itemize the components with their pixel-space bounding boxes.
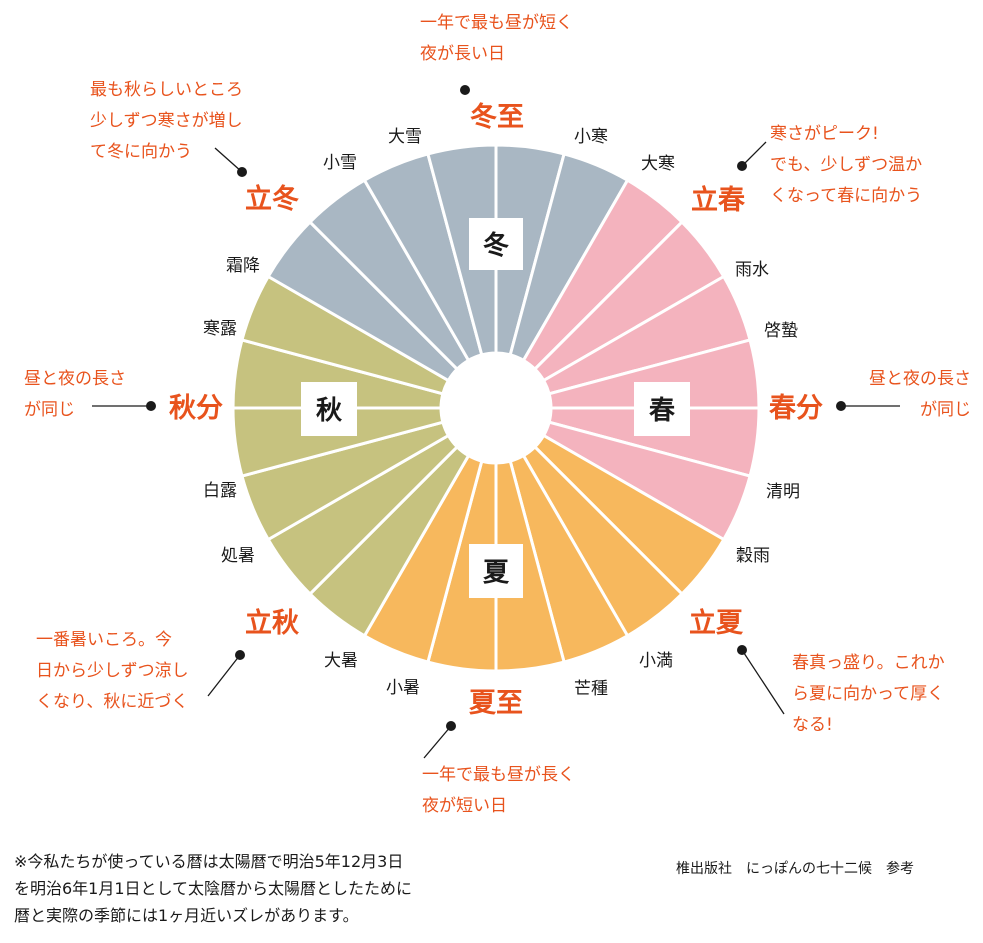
note-geshi-line-2: 夜が短い日 bbox=[422, 796, 507, 816]
major-label-risshun: 立春 bbox=[691, 184, 746, 216]
footnote-line-1: ※今私たちが使っている暦は太陽暦で明治5年12月3日 bbox=[14, 852, 404, 871]
note-shuubun: 昼と夜の長さ が同じ bbox=[24, 369, 126, 420]
note-rikka-line-2: ら夏に向かって厚く bbox=[792, 684, 944, 704]
footnote-line-2: を明治6年1月1日として太陰暦から太陽暦としたために bbox=[14, 879, 413, 898]
note-shunbun-line-2: が同じ bbox=[920, 400, 971, 420]
term-label-taisho: 大暑 bbox=[324, 651, 358, 671]
season-label-summer: 夏 bbox=[483, 558, 510, 588]
note-risshuu-line-3: くなり、秋に近づく bbox=[36, 692, 188, 712]
note-rikka: 春真っ盛り。これか ら夏に向かって厚く なる! bbox=[792, 653, 945, 735]
note-touji-line-1: 一年で最も昼が短く bbox=[420, 13, 573, 33]
leader-touji bbox=[460, 85, 470, 95]
note-geshi: 一年で最も昼が長く 夜が短い日 bbox=[422, 765, 575, 816]
term-label-shoukan: 小寒 bbox=[574, 127, 608, 147]
season-box-spring: 春 bbox=[634, 382, 690, 436]
note-touji-line-2: 夜が長い日 bbox=[420, 44, 505, 64]
note-risshun-line-1: 寒さがピーク! bbox=[770, 124, 879, 144]
major-label-rittou: 立冬 bbox=[245, 183, 299, 215]
note-rittou-line-1: 最も秋らしいところ bbox=[90, 80, 243, 100]
season-box-summer: 夏 bbox=[469, 544, 523, 598]
term-label-hakuro: 白露 bbox=[203, 481, 237, 501]
term-label-shouman: 小満 bbox=[639, 651, 673, 671]
major-label-touji: 冬至 bbox=[470, 101, 524, 133]
note-shunbun-line-1: 昼と夜の長さ bbox=[869, 369, 971, 389]
major-label-rikka: 立夏 bbox=[689, 607, 744, 639]
leader-shunbun bbox=[836, 401, 900, 411]
season-box-autumn: 秋 bbox=[301, 382, 357, 436]
season-label-autumn: 秋 bbox=[316, 396, 343, 426]
note-risshun-line-3: くなって春に向かう bbox=[770, 186, 922, 206]
note-rittou: 最も秋らしいところ 少しずつ寒さが増し て冬に向かう bbox=[90, 80, 243, 162]
note-geshi-line-1: 一年で最も昼が長く bbox=[422, 765, 575, 785]
term-label-daikan: 大寒 bbox=[641, 154, 675, 174]
term-label-shousetsu: 小雪 bbox=[323, 153, 357, 173]
major-label-risshuu: 立秋 bbox=[245, 607, 299, 639]
term-label-kanro: 寒露 bbox=[203, 319, 237, 339]
term-label-shousho: 小暑 bbox=[386, 678, 420, 698]
term-label-taisetsu: 大雪 bbox=[388, 127, 422, 147]
leader-shuubun bbox=[92, 401, 156, 411]
season-label-spring: 春 bbox=[649, 396, 675, 426]
term-label-keichitsu: 啓蟄 bbox=[764, 321, 798, 341]
note-risshuu-line-2: 日から少しずつ涼し bbox=[36, 661, 189, 681]
note-shuubun-line-2: が同じ bbox=[24, 400, 75, 420]
note-shunbun: 昼と夜の長さ が同じ bbox=[869, 369, 971, 420]
note-touji: 一年で最も昼が短く 夜が長い日 bbox=[420, 13, 573, 64]
leader-geshi bbox=[423, 721, 456, 759]
note-risshun-line-2: でも、少しずつ温か bbox=[770, 155, 922, 175]
major-label-shunbun: 春分 bbox=[769, 393, 823, 424]
note-risshun: 寒さがピーク! でも、少しずつ温か くなって春に向かう bbox=[770, 124, 922, 206]
leader-rittou bbox=[214, 147, 247, 177]
center-hole bbox=[441, 353, 551, 463]
term-label-boushu: 芒種 bbox=[574, 679, 608, 699]
major-label-geshi: 夏至 bbox=[469, 688, 523, 719]
note-rittou-line-3: て冬に向かう bbox=[90, 142, 192, 162]
footnote: ※今私たちが使っている暦は太陽暦で明治5年12月3日 を明治6年1月1日として太… bbox=[14, 848, 534, 929]
term-label-seimei: 清明 bbox=[766, 482, 800, 502]
source-credit: 椎出版社 にっぽんの七十二候 参考 bbox=[676, 861, 914, 877]
major-label-shuubun: 秋分 bbox=[169, 393, 223, 424]
season-box-winter: 冬 bbox=[469, 218, 523, 270]
note-risshuu-line-1: 一番暑いころ。今 bbox=[36, 630, 172, 650]
note-rikka-line-1: 春真っ盛り。これか bbox=[792, 653, 945, 673]
term-label-usui: 雨水 bbox=[735, 260, 769, 280]
leader-risshuu bbox=[207, 650, 245, 697]
footnote-line-3: 暦と実際の季節には1ヶ月近いズレがあります。 bbox=[14, 906, 359, 925]
leader-rikka bbox=[737, 645, 785, 715]
leader-risshun bbox=[737, 141, 767, 171]
term-label-shosho: 処暑 bbox=[221, 546, 255, 566]
note-risshuu: 一番暑いころ。今 日から少しずつ涼し くなり、秋に近づく bbox=[36, 630, 189, 712]
season-label-winter: 冬 bbox=[483, 231, 509, 261]
note-shuubun-line-1: 昼と夜の長さ bbox=[24, 369, 126, 389]
term-label-soukou: 霜降 bbox=[226, 256, 260, 276]
note-rikka-line-3: なる! bbox=[792, 715, 833, 735]
note-rittou-line-2: 少しずつ寒さが増し bbox=[90, 111, 243, 131]
term-label-kokuu: 穀雨 bbox=[736, 546, 770, 566]
